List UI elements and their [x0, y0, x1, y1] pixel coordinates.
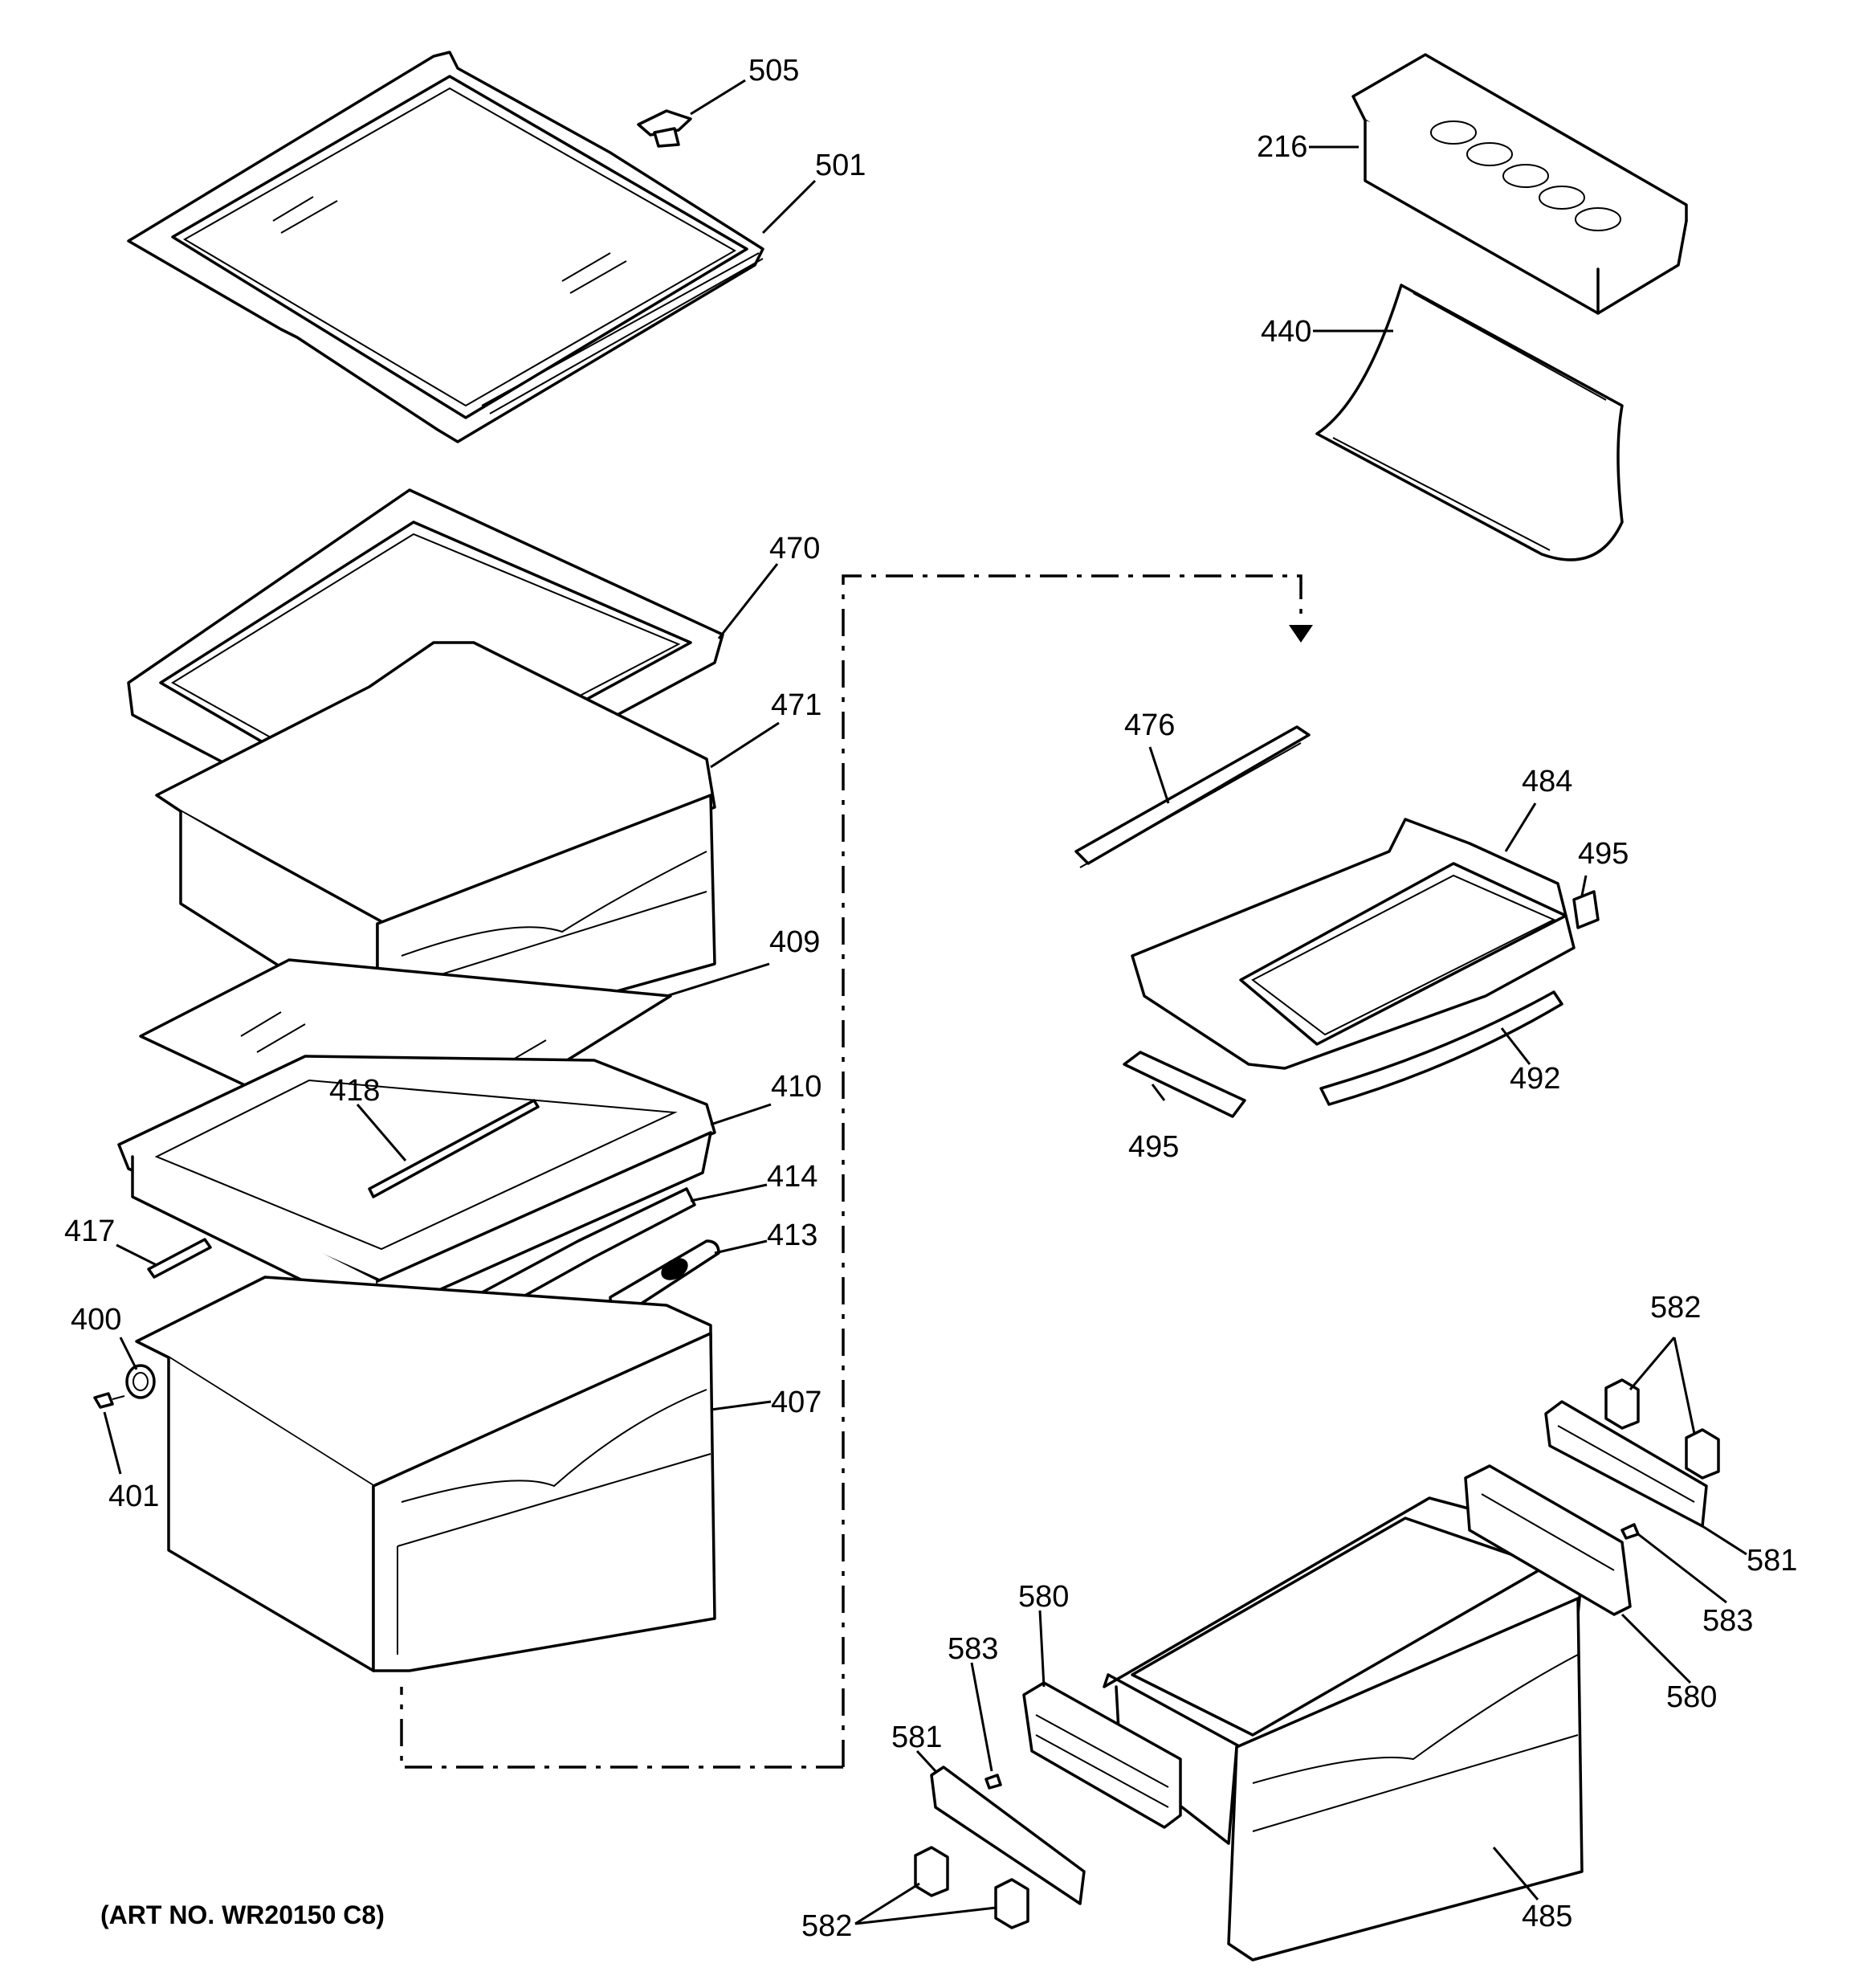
label-471: 471: [771, 688, 821, 722]
rod-418: [368, 1099, 540, 1198]
shelf-clip-505: [637, 109, 692, 148]
label-492: 492: [1510, 1062, 1560, 1096]
part-number-labels: 505 501 216 440 470 471 409 418 410 414 …: [64, 54, 1797, 1943]
label-583b: 583: [948, 1632, 998, 1666]
label-413: 413: [767, 1219, 817, 1252]
label-501: 501: [815, 149, 866, 182]
label-484: 484: [1522, 765, 1572, 798]
screw-401: [93, 1392, 125, 1409]
label-505: 505: [748, 54, 799, 88]
label-581a: 581: [1747, 1544, 1797, 1578]
rail-581-left: [930, 1766, 1086, 1905]
label-583a: 583: [1702, 1604, 1753, 1638]
label-410: 410: [771, 1070, 821, 1104]
label-400: 400: [71, 1303, 121, 1337]
glass-shelf-501: [127, 51, 764, 443]
rod-417: [147, 1238, 212, 1279]
tray-216: [1351, 53, 1688, 315]
label-495b: 495: [1128, 1130, 1179, 1164]
pan-cover-484: [1131, 818, 1576, 1070]
label-580b: 580: [1666, 1680, 1717, 1714]
rail-476: [1074, 725, 1311, 868]
label-470: 470: [769, 532, 820, 565]
spacer-582-right-a: [1604, 1378, 1640, 1430]
screw-583-left: [984, 1774, 1002, 1790]
label-495a: 495: [1578, 837, 1629, 871]
rail-581-right: [1544, 1400, 1708, 1528]
spacer-582-right-b: [1685, 1428, 1720, 1480]
spacer-582-left-b: [994, 1878, 1029, 1929]
dashed-reference-bracket: [400, 574, 1313, 1769]
label-476: 476: [1124, 708, 1175, 742]
label-580a: 580: [1018, 1580, 1069, 1614]
slide-495-right: [1572, 890, 1600, 929]
slide-580-left: [1022, 1681, 1182, 1829]
trim-492: [1319, 990, 1563, 1106]
curved-cover-440: [1315, 284, 1624, 561]
leader-lines: [103, 79, 1747, 1925]
roller-400: [125, 1364, 156, 1399]
label-485: 485: [1522, 1900, 1572, 1933]
label-440: 440: [1261, 315, 1311, 349]
label-409: 409: [769, 925, 820, 959]
label-418: 418: [329, 1074, 380, 1108]
frame-410: [117, 1055, 716, 1319]
slide-495-left: [1123, 1051, 1246, 1118]
label-216: 216: [1257, 130, 1307, 164]
label-581b: 581: [891, 1721, 942, 1754]
drawer-407: [135, 1276, 716, 1672]
label-582b: 582: [801, 1909, 852, 1943]
label-582a: 582: [1650, 1291, 1701, 1325]
label-417: 417: [64, 1214, 115, 1248]
label-401: 401: [108, 1480, 159, 1513]
label-407: 407: [771, 1386, 821, 1419]
screw-583-right: [1620, 1523, 1640, 1540]
spacer-582-left-a: [914, 1846, 949, 1897]
label-414: 414: [767, 1160, 817, 1194]
pan-485: [1103, 1496, 1584, 1961]
art-number: (ART NO. WR20150 C8): [100, 1900, 385, 1929]
slide-580-right: [1464, 1464, 1632, 1616]
